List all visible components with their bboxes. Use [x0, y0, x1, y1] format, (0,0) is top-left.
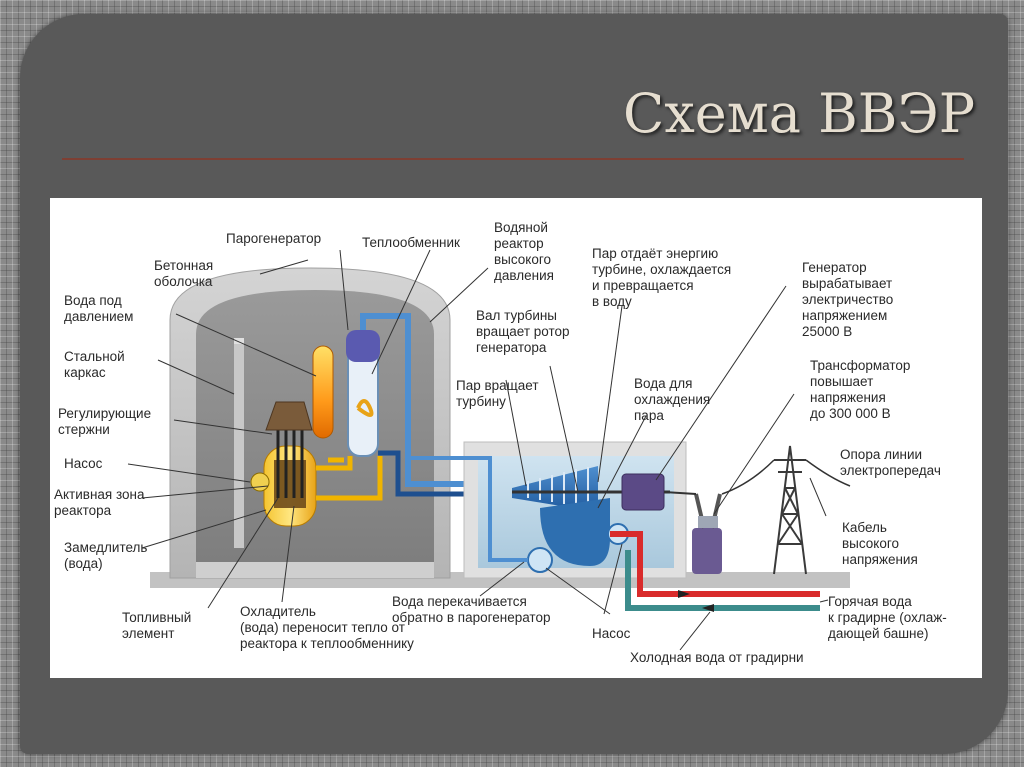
pump-left: [250, 472, 270, 492]
feedwater-return: [410, 456, 528, 562]
hot-water-pipe: [610, 531, 820, 597]
label-moderator: Замедлитель(вода): [64, 540, 148, 571]
condenser: [540, 498, 610, 566]
label-heat-exchanger: Теплообменник: [362, 235, 460, 250]
label-steam-generator: Парогенератор: [226, 231, 322, 246]
pump-condensate: [527, 547, 553, 573]
building-floor: [196, 562, 434, 578]
label-pump-right: Насос: [592, 626, 631, 641]
steel-frame: [234, 338, 244, 548]
slide-title: Схема ВВЭР: [623, 82, 976, 145]
primary-loop: [316, 456, 383, 501]
control-rod-drive: [265, 401, 313, 431]
diagram-graphics: [127, 249, 851, 651]
pressurizer-tank: [312, 345, 334, 439]
transformer: [692, 493, 722, 574]
cold-water-pipe: [625, 550, 820, 611]
title-divider: [62, 158, 964, 160]
hv-cable: [721, 459, 851, 495]
power-tower: [773, 445, 807, 575]
generator: [621, 473, 665, 511]
label-cold-water: Холодная вода от градирни: [630, 650, 804, 665]
label-pump-left: Насос: [64, 456, 103, 471]
